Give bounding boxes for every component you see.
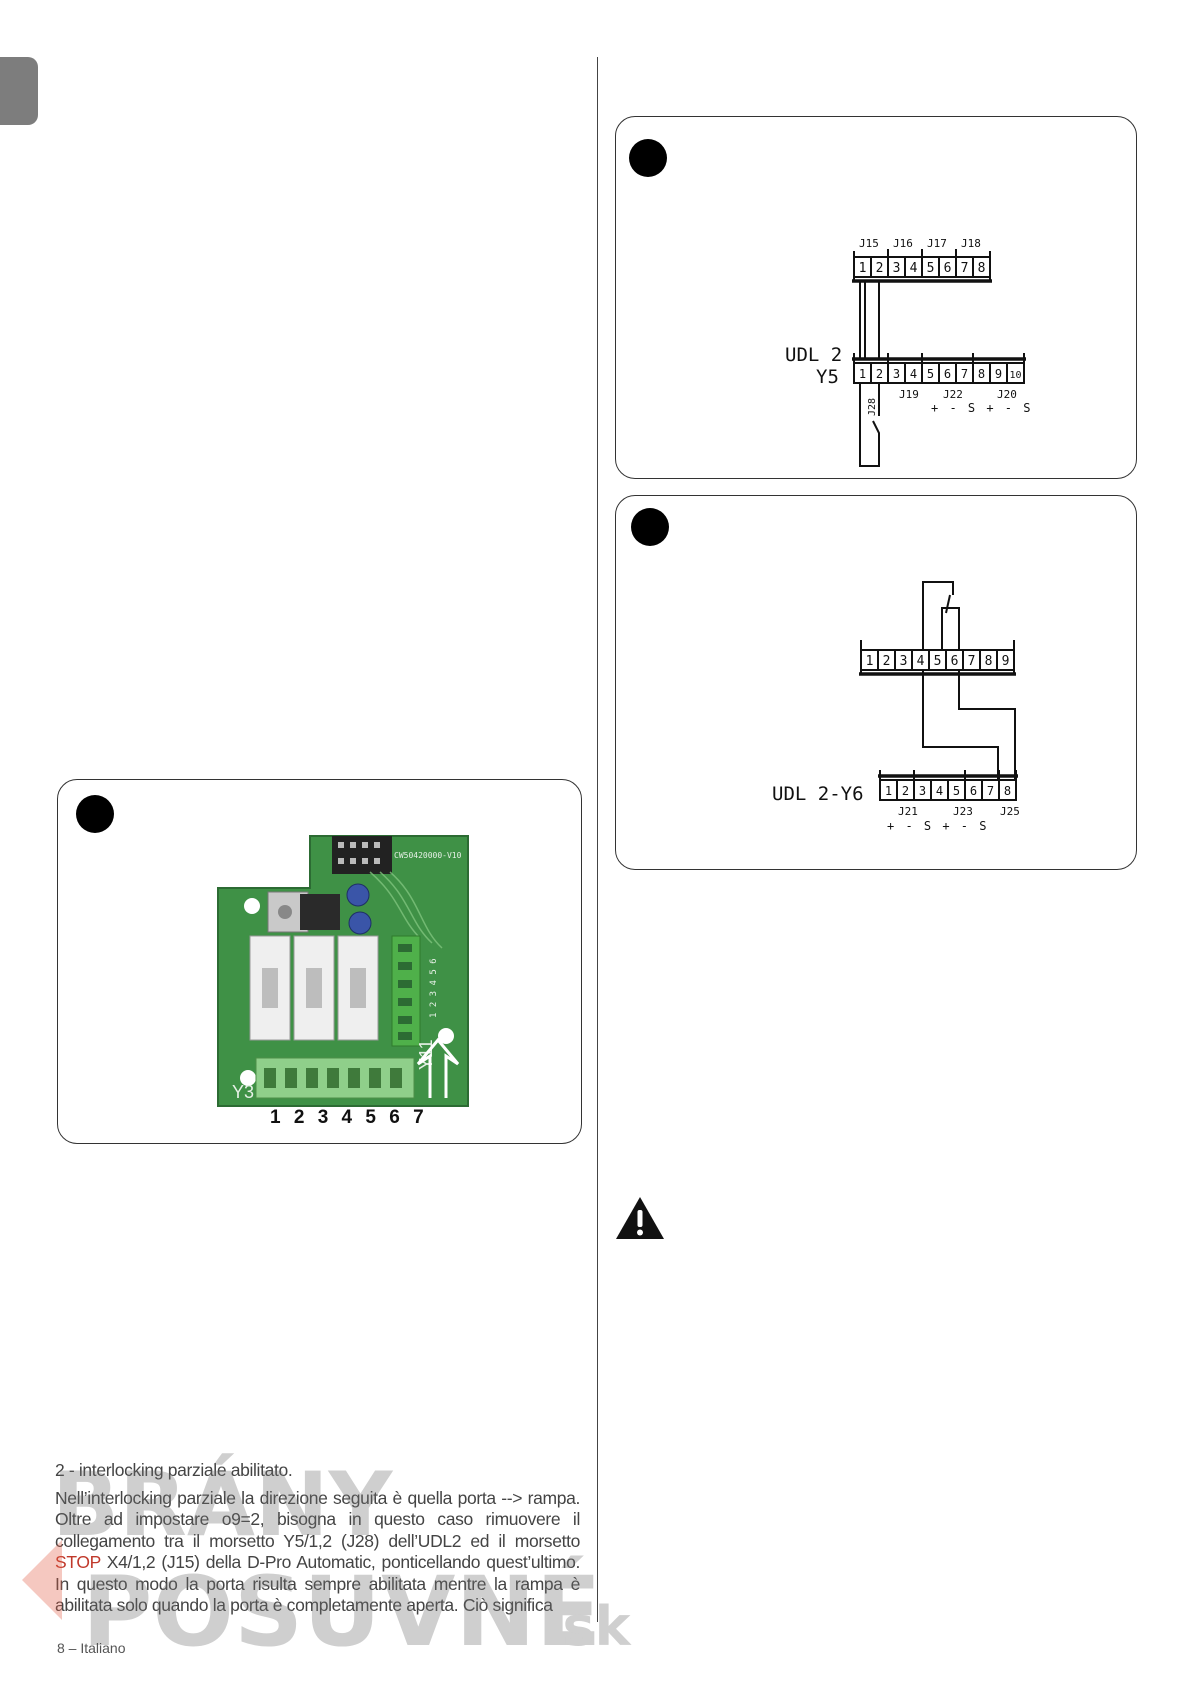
bottom-pin: 5 (927, 367, 934, 381)
pcb-board-image: CW50420000-V10 1 2 3 4 5 6 Y3 Y11 (217, 835, 469, 1107)
bottom-pin: 1 (885, 784, 892, 798)
bottom-pin: 3 (919, 784, 926, 798)
wiring-diagram-j15: J15 J16 J17 J18 1 2 3 4 5 6 7 8 1 2 3 4 … (785, 237, 1032, 467)
top-pin: 7 (968, 654, 976, 669)
top-pin: 1 (859, 261, 867, 276)
bottom-pin: 8 (1004, 784, 1011, 798)
bottom-pin: 3 (893, 367, 900, 381)
j17-header: J17 (927, 237, 947, 250)
polarity-signs: + - S + - S (931, 401, 1032, 415)
bottom-pin: 2 (902, 784, 909, 798)
figure-marker-dot (629, 139, 667, 177)
j19-header: J19 (899, 388, 919, 401)
top-pin: 4 (910, 261, 918, 276)
top-pin: 8 (978, 261, 986, 276)
figure-j15-panel (615, 116, 1137, 479)
top-pin: 9 (1002, 654, 1010, 669)
paragraph-part-2: X4/1,2 (J15) della D-Pro Automatic, pont… (55, 1552, 580, 1615)
top-pin: 6 (951, 654, 959, 669)
bottom-pin: 5 (953, 784, 960, 798)
j28-label: J28 (867, 398, 878, 416)
bottom-pin: 7 (961, 367, 968, 381)
bottom-pin: 8 (978, 367, 985, 381)
bottom-pin: 10 (1009, 370, 1021, 381)
top-pin: 1 (866, 654, 874, 669)
wiring-diagram-y6: 1 2 3 4 5 6 7 8 9 1 2 3 4 5 6 7 8 J21 J2… (772, 581, 1020, 833)
j22-header: J22 (943, 388, 963, 401)
section-intro: 2 - interlocking parziale abilitato. (55, 1460, 293, 1480)
figure-marker-dot (631, 508, 669, 546)
j16-header: J16 (893, 237, 913, 250)
polarity-signs: + - S + - S (887, 819, 988, 833)
bottom-pin: 9 (995, 367, 1002, 381)
bottom-pin: 4 (936, 784, 943, 798)
bottom-pin: 7 (987, 784, 994, 798)
top-pin: 5 (927, 261, 935, 276)
pcb-silkscreen: CW50420000-V10 (394, 851, 462, 860)
bottom-pin: 2 (876, 367, 883, 381)
figure-marker-dot (76, 795, 114, 833)
top-pin: 3 (893, 261, 901, 276)
figure-y6-panel (615, 495, 1137, 870)
udl2-y6-label: UDL 2-Y6 (772, 783, 864, 805)
top-pin: 5 (934, 654, 942, 669)
top-pin: 2 (883, 654, 891, 669)
bottom-pin: 4 (910, 367, 917, 381)
bottom-pin: 6 (944, 367, 951, 381)
pcb-side-numbers: 1 2 3 4 5 6 (429, 958, 439, 1018)
bottom-pin: 6 (970, 784, 977, 798)
j25-header: J25 (1000, 805, 1020, 818)
top-pin: 8 (985, 654, 993, 669)
stop-terminal-word: STOP (55, 1552, 101, 1572)
warning-icon (616, 1197, 664, 1239)
y5-label: Y5 (816, 366, 839, 388)
top-pin: 2 (876, 261, 884, 276)
pcb-terminal-numbers: 1 2 3 4 5 6 7 (270, 1107, 428, 1128)
top-pin: 4 (917, 654, 925, 669)
j23-header: J23 (953, 805, 973, 818)
paragraph-part-1: Nell’interlocking parziale la direzione … (55, 1487, 580, 1551)
bottom-pin: 1 (859, 367, 866, 381)
j15-header: J15 (859, 237, 879, 250)
j18-header: J18 (961, 237, 981, 250)
top-pin: 7 (961, 261, 969, 276)
body-paragraph: Nell’interlocking parziale la direzione … (55, 1488, 580, 1617)
body-text: 2 - interlocking parziale abilitato. Nel… (55, 1460, 580, 1617)
udl2-label: UDL 2 (785, 344, 842, 366)
top-pin: 3 (900, 654, 908, 669)
top-pin: 6 (944, 261, 952, 276)
page-footer: 8 – Italiano (57, 1640, 126, 1656)
column-divider (597, 57, 598, 1622)
j21-header: J21 (898, 805, 918, 818)
section-tab (0, 57, 38, 125)
pcb-label-y3: Y3 (232, 1082, 254, 1102)
j20-header: J20 (997, 388, 1017, 401)
